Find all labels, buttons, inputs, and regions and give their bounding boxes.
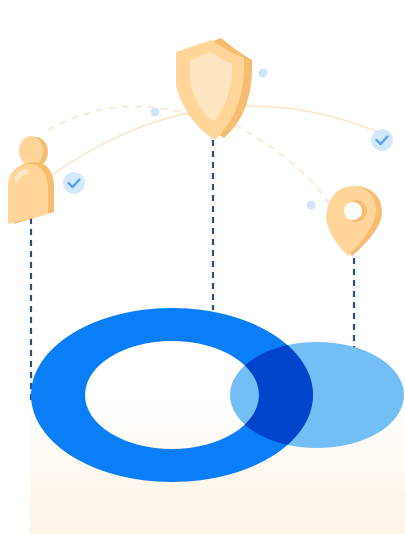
overlap-region (230, 342, 404, 448)
